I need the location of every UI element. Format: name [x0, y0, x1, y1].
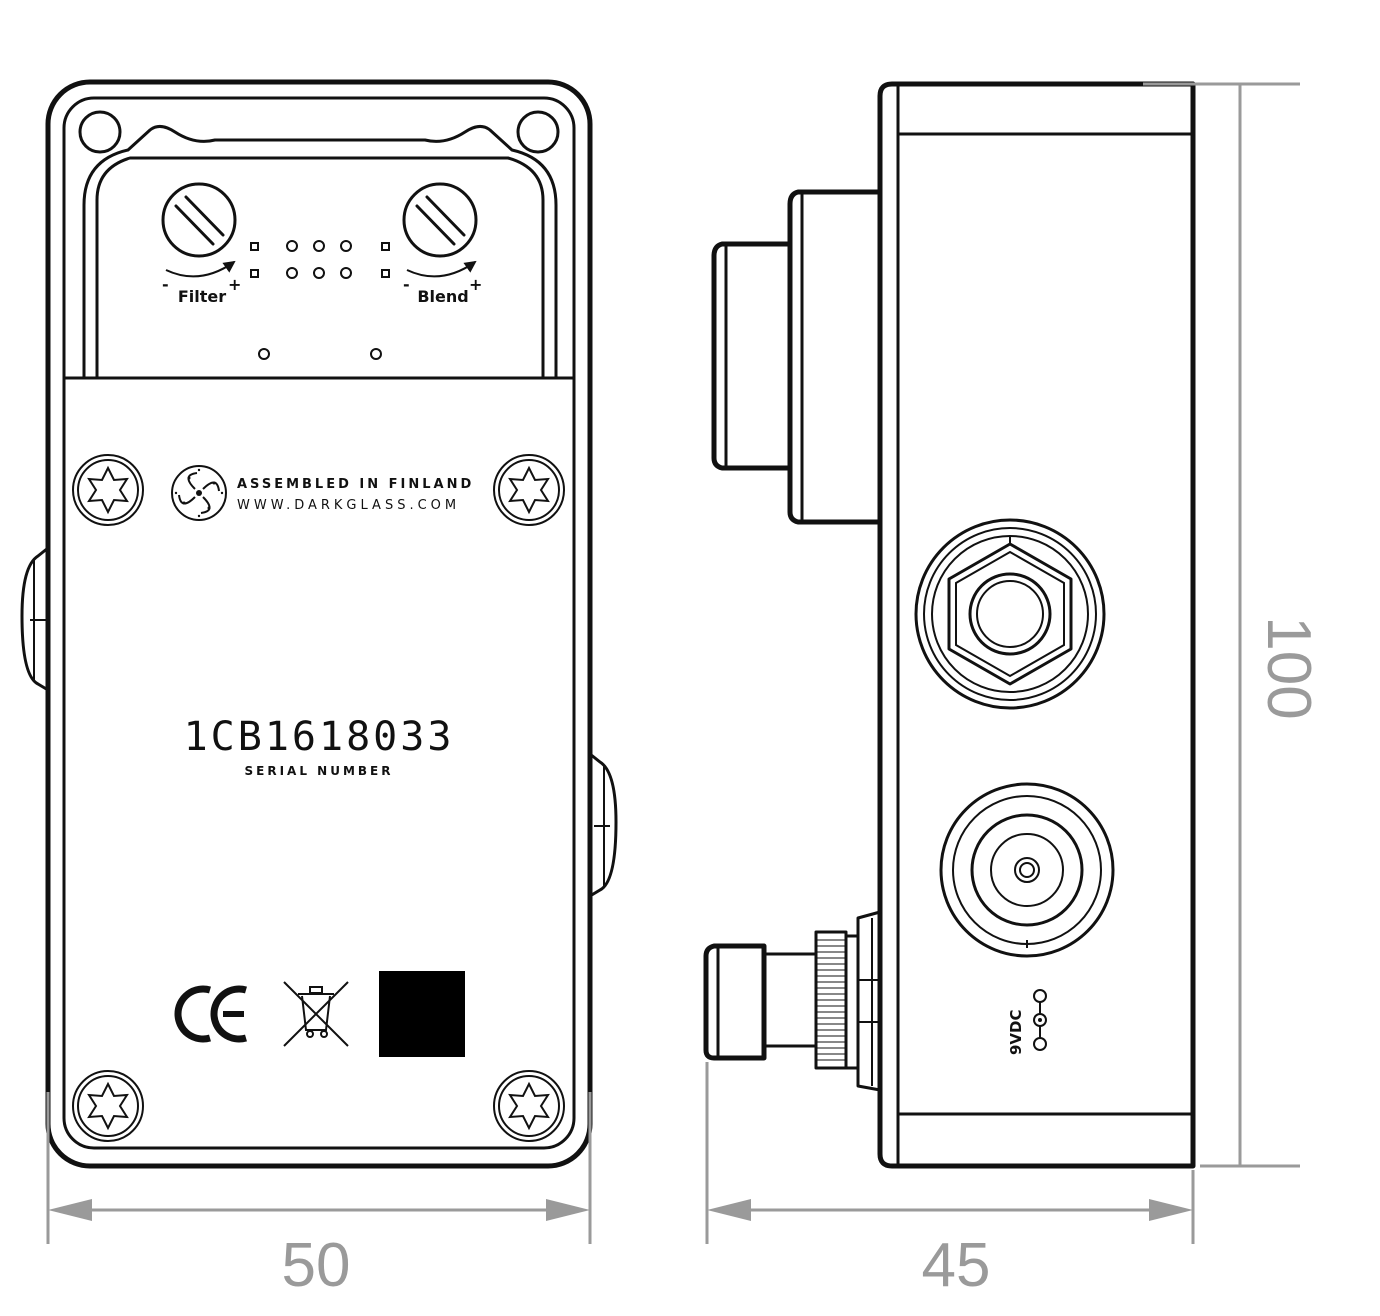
filter-label: Filter: [178, 287, 226, 306]
serial-number: 1CB1618033: [184, 714, 455, 760]
screw-bottom-left-icon: [72, 1070, 144, 1142]
polarity-symbol-icon: [1033, 989, 1047, 1051]
blend-trim-pot-icon: [402, 182, 478, 258]
back-plate: [62, 96, 576, 1150]
output-jack-icon: [914, 518, 1106, 710]
filter-trim-pot-icon: [161, 182, 237, 258]
dc-power-jack-icon: [939, 782, 1115, 958]
filter-plus: +: [228, 275, 241, 294]
weee-bin-icon: [283, 981, 349, 1047]
pedal-front-view: - Filter + - Blend +: [20, 79, 618, 1169]
enclosure-outline: [45, 79, 593, 1169]
assembled-text: ASSEMBLED IN FINLAND: [237, 477, 474, 492]
blend-rotation-arrow-icon: [406, 260, 477, 278]
filter-rotation-arrow-icon: [165, 260, 236, 278]
side-enclosure: [877, 81, 1196, 1169]
depth-dimension: 45: [705, 1062, 1195, 1300]
darkglass-logo-icon: [171, 465, 227, 521]
black-square: [379, 971, 465, 1057]
ce-mark-icon: [174, 985, 247, 1043]
filter-minus: -: [162, 275, 169, 294]
right-side-jack: [588, 752, 618, 898]
width-dimension: 50: [46, 1092, 592, 1300]
blend-minus: -: [403, 275, 410, 294]
depth-value: 45: [922, 1231, 991, 1300]
footswitch-cap: [711, 241, 790, 471]
website-text: WWW.DARKGLASS.COM: [237, 498, 460, 513]
height-dimension: 100: [1143, 82, 1323, 1168]
height-value: 100: [1254, 616, 1323, 719]
serial-caption: SERIAL NUMBER: [245, 764, 394, 778]
footswitch-base: [787, 189, 880, 525]
blend-plus: +: [469, 275, 482, 294]
side-input-jack-icon: [703, 910, 882, 1092]
circuit-pads: [250, 240, 390, 360]
left-side-jack: [20, 546, 50, 692]
blend-label: Blend: [417, 287, 468, 306]
screw-top-right-icon: [493, 454, 565, 526]
power-polarity-label: 9VDC: [1007, 1009, 1025, 1055]
pot-cavity: [82, 125, 558, 380]
screw-top-left-icon: [72, 454, 144, 526]
pedal-side-view: 9VDC: [703, 81, 1196, 1169]
width-value: 50: [282, 1231, 351, 1300]
power-label: 9VDC: [1007, 1009, 1025, 1055]
screw-bottom-right-icon: [493, 1070, 565, 1142]
